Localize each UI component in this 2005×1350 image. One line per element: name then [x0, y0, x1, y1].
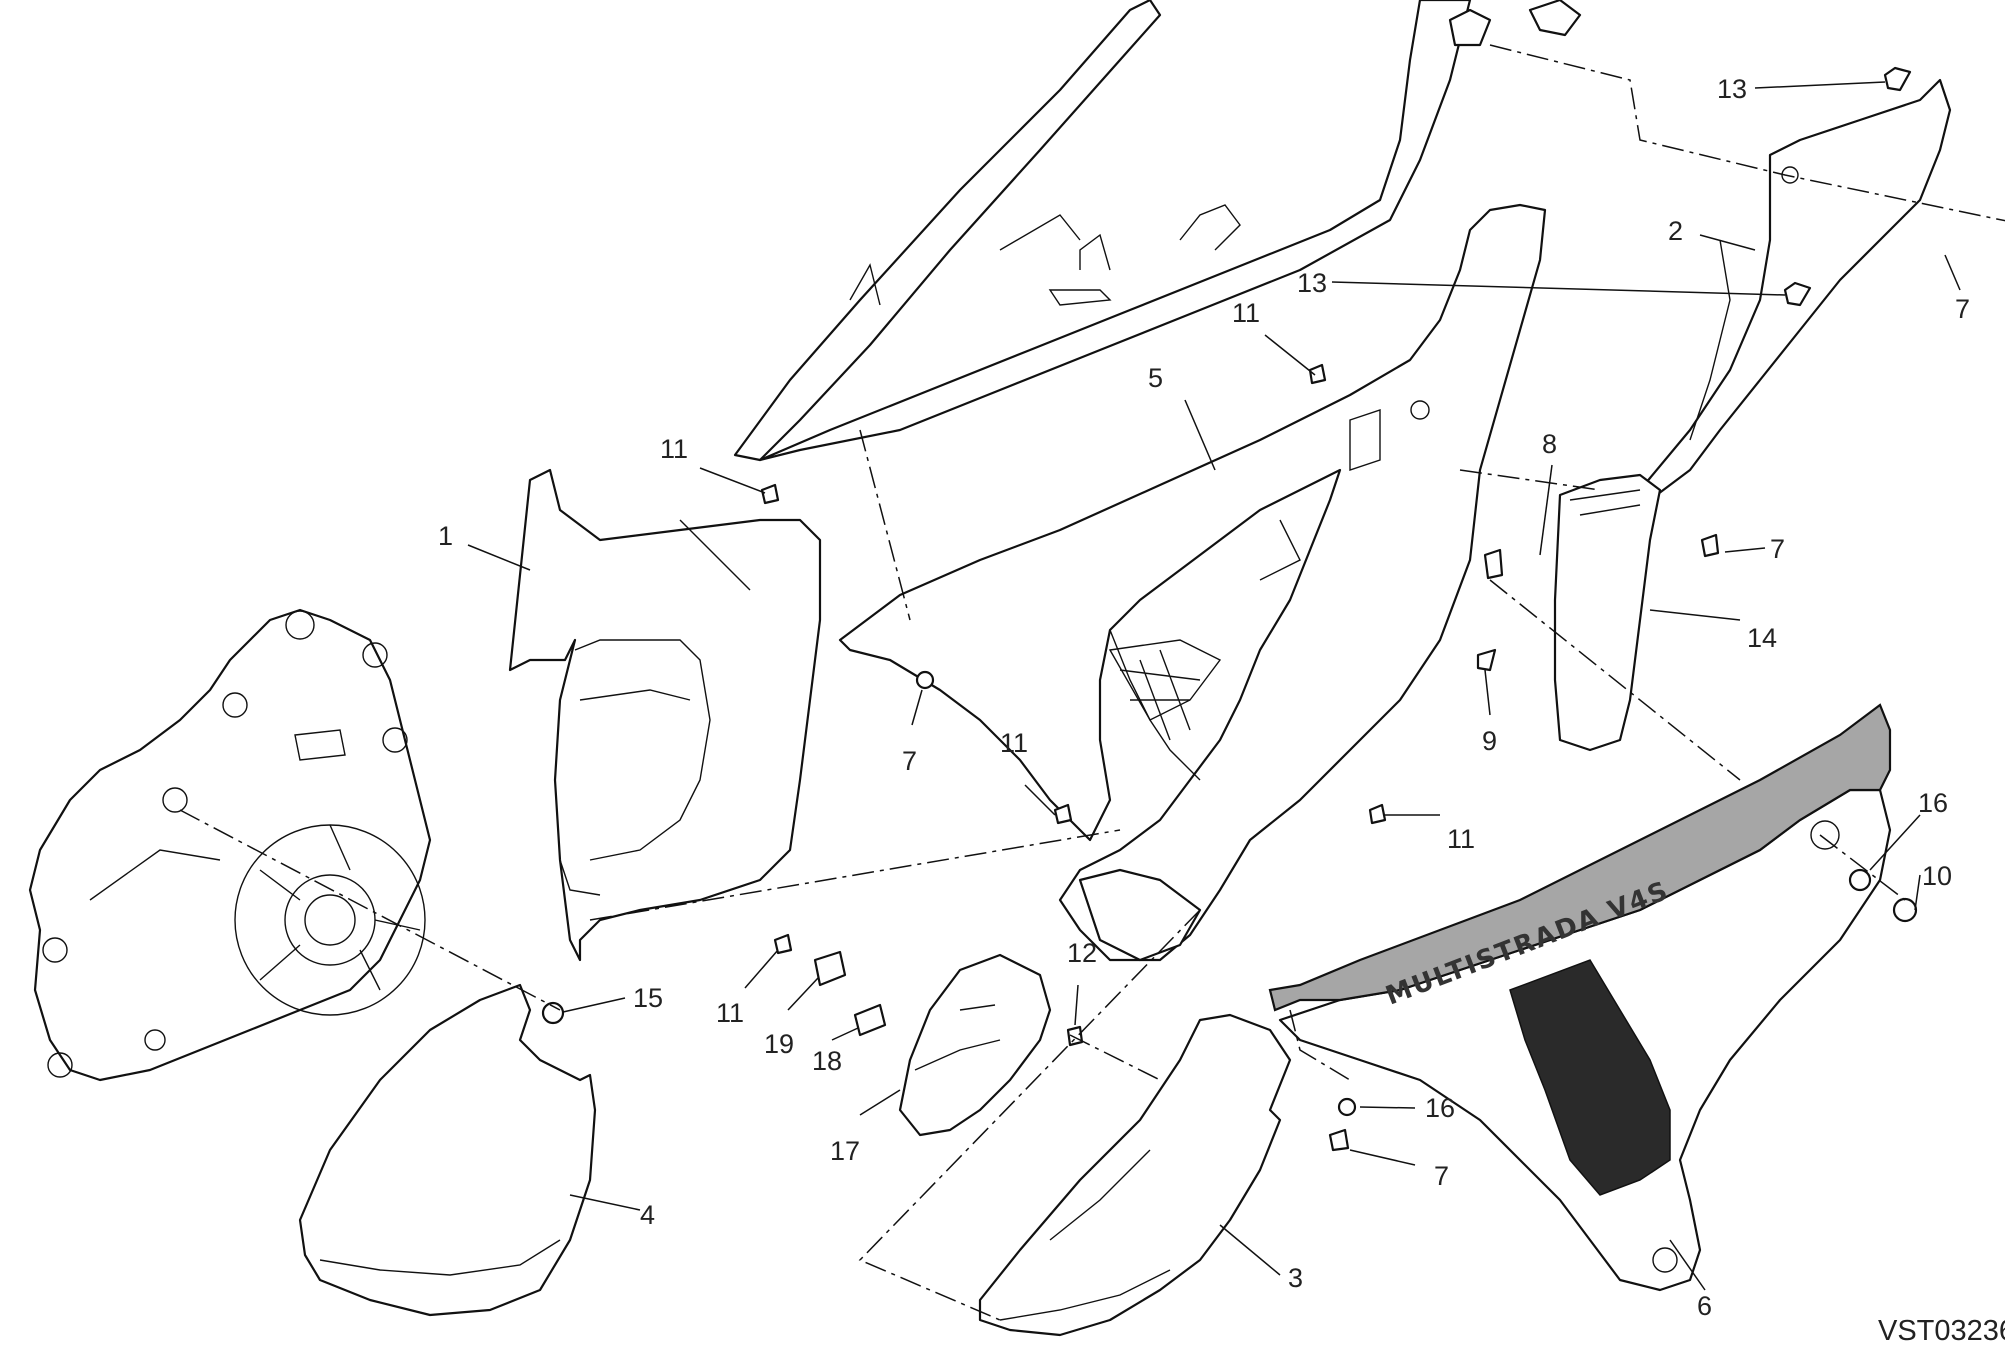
lower-scoop-part-3 — [978, 1013, 1292, 1337]
callout-13-right: 13 — [1717, 74, 1747, 104]
callout-3: 3 — [1288, 1263, 1303, 1293]
inner-panel-part-5 — [838, 203, 1547, 962]
callout-7-right: 7 — [1770, 534, 1785, 564]
upper-fairing — [733, 0, 1582, 462]
leader-lines — [467, 81, 1961, 1291]
callout-6: 6 — [1697, 1291, 1712, 1321]
callout-7-center: 7 — [902, 746, 917, 776]
callout-18: 18 — [812, 1046, 842, 1076]
bracket-part-17 — [898, 953, 1052, 1137]
callout-1: 1 — [438, 521, 453, 551]
callout-19: 19 — [764, 1029, 794, 1059]
callout-4: 4 — [640, 1200, 655, 1230]
hardware — [541, 66, 1918, 1152]
callout-12: 12 — [1067, 938, 1097, 968]
callout-14: 14 — [1747, 623, 1777, 653]
callout-15: 15 — [633, 983, 663, 1013]
callout-11-top: 11 — [1232, 298, 1260, 328]
callout-16-right: 16 — [1918, 788, 1948, 818]
engine-cover — [28, 608, 432, 1082]
callout-16-bottom: 16 — [1425, 1093, 1455, 1123]
drawing-code: VST03236 — [1878, 1315, 2005, 1347]
callout-8: 8 — [1542, 429, 1557, 459]
callout-11-left: 11 — [660, 434, 688, 464]
callout-7-top-right: 7 — [1955, 294, 1970, 324]
lower-scoop-part-4 — [298, 983, 597, 1317]
callout-9: 9 — [1482, 726, 1497, 756]
callout-11-bottom: 11 — [716, 998, 744, 1028]
callout-11-mid: 11 — [1000, 728, 1028, 758]
callout-2: 2 — [1668, 216, 1683, 246]
callout-11-right: 11 — [1447, 824, 1475, 854]
callout-labels: 1 2 3 4 5 6 7 7 7 7 8 9 10 11 11 11 11 1… — [438, 74, 1970, 1321]
callout-17: 17 — [830, 1136, 860, 1166]
callout-5: 5 — [1148, 363, 1163, 393]
front-panel-part-1 — [508, 468, 822, 962]
side-panel-part-6: MULTISTRADA V4S — [1268, 703, 1892, 1292]
assembly-lines — [179, 44, 2005, 1321]
callout-7-bottom: 7 — [1434, 1161, 1449, 1191]
pad-part-14 — [1553, 473, 1662, 752]
callout-13-center: 13 — [1297, 268, 1327, 298]
callout-10: 10 — [1922, 861, 1952, 891]
